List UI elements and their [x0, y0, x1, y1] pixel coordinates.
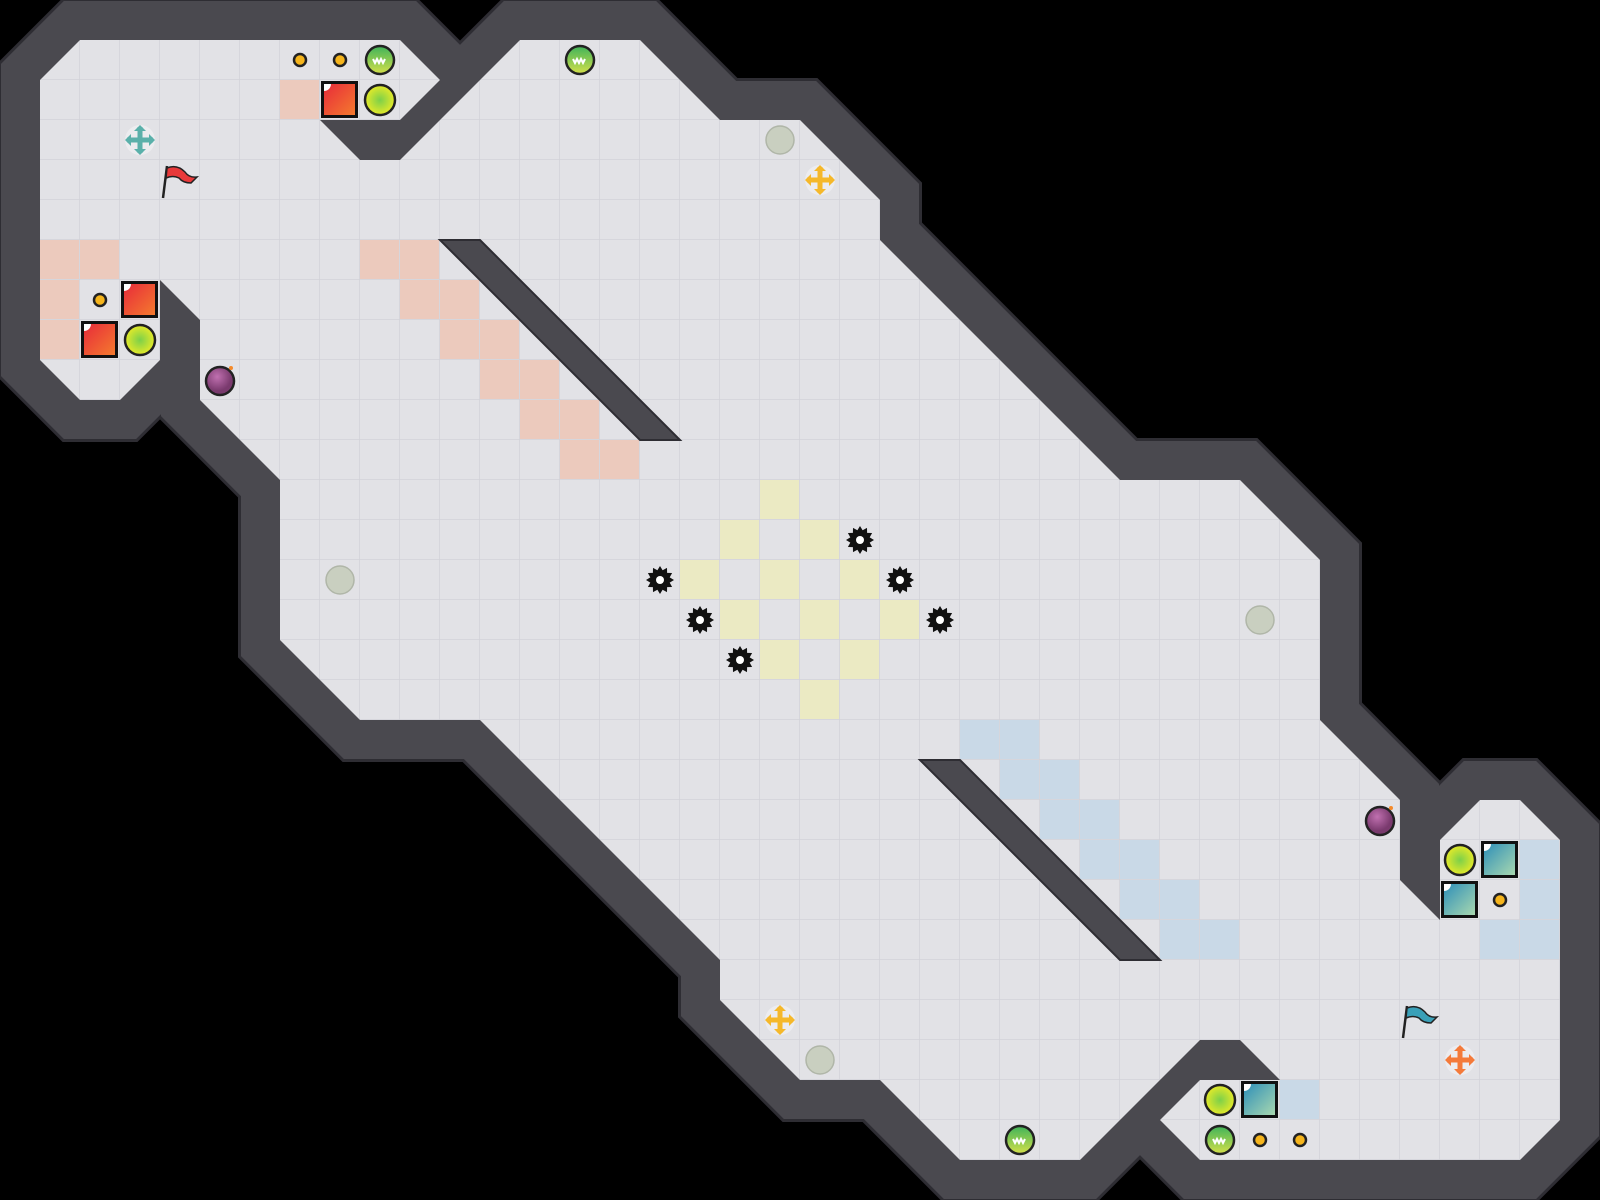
- red-team-tile: [321, 81, 358, 118]
- blue-zone-tile: [1080, 800, 1119, 839]
- red-zone-tile: [480, 320, 519, 359]
- yellow-zone-tile: [840, 640, 879, 679]
- spike-icon: [726, 646, 754, 674]
- bomb-icon: [204, 365, 236, 397]
- bomb-icon: [1364, 805, 1396, 837]
- spike-icon: [846, 526, 874, 554]
- red-zone-tile: [280, 80, 319, 119]
- powerup-icon: [564, 44, 596, 76]
- blue-zone-tile: [1040, 800, 1079, 839]
- red-zone-tile: [480, 360, 519, 399]
- red-zone-tile: [360, 240, 399, 279]
- red-zone-tile: [400, 280, 439, 319]
- red-zone-tile: [40, 320, 79, 359]
- red-zone-tile: [600, 440, 639, 479]
- red-zone-tile: [520, 360, 559, 399]
- blue-zone-tile: [1520, 880, 1559, 919]
- diagonal-wall: [437, 239, 683, 441]
- red-team-tile: [121, 281, 158, 318]
- button-icon: [805, 1045, 835, 1075]
- dot-icon: [1492, 892, 1508, 908]
- powerup-icon: [1004, 1124, 1036, 1156]
- red-zone-tile: [40, 280, 79, 319]
- yellow-zone-tile: [760, 640, 799, 679]
- red-zone-tile: [520, 400, 559, 439]
- blue-zone-tile: [960, 720, 999, 759]
- blue-zone-tile: [1040, 760, 1079, 799]
- red-team-tile: [81, 321, 118, 358]
- spike-icon: [886, 566, 914, 594]
- yellow-zone-tile: [680, 560, 719, 599]
- yellow-zone-tile: [800, 680, 839, 719]
- blue-zone-tile: [1000, 760, 1039, 799]
- red-zone-tile: [400, 240, 439, 279]
- yellow-zone-tile: [720, 600, 759, 639]
- yellow-zone-tile: [880, 600, 919, 639]
- button-icon: [325, 565, 355, 595]
- powerup-icon: [1204, 1124, 1236, 1156]
- red-zone-tile: [440, 280, 479, 319]
- red-zone-tile: [80, 240, 119, 279]
- spike-icon: [646, 566, 674, 594]
- blue-team-tile: [1441, 881, 1478, 918]
- gate-icon: [1443, 843, 1477, 877]
- gate-icon: [363, 83, 397, 117]
- yellow-zone-tile: [800, 520, 839, 559]
- blue-zone-tile: [1160, 880, 1199, 919]
- gate-icon: [123, 323, 157, 357]
- red-flag-icon: [161, 165, 200, 199]
- dot-icon: [332, 52, 348, 68]
- yellow-zone-tile: [760, 560, 799, 599]
- spike-icon: [926, 606, 954, 634]
- red-zone-tile: [40, 240, 79, 279]
- blue-team-tile: [1241, 1081, 1278, 1118]
- tinted-tiles: [40, 80, 1559, 1119]
- team-boost-icon: [125, 125, 155, 155]
- dot-icon: [1252, 1132, 1268, 1148]
- boost-icon: [765, 1005, 795, 1035]
- blue-zone-tile: [1000, 720, 1039, 759]
- powerup-icon: [364, 44, 396, 76]
- blue-zone-tile: [1480, 920, 1519, 959]
- inner-walls: [437, 239, 1163, 961]
- yellow-zone-tile: [800, 600, 839, 639]
- blue-zone-tile: [1120, 880, 1159, 919]
- spike-icon: [686, 606, 714, 634]
- button-icon: [1245, 605, 1275, 635]
- blue-zone-tile: [1080, 840, 1119, 879]
- red-zone-tile: [440, 320, 479, 359]
- blue-zone-tile: [1280, 1080, 1319, 1119]
- yellow-zone-tile: [760, 480, 799, 519]
- blue-team-tile: [1481, 841, 1518, 878]
- red-zone-tile: [560, 400, 599, 439]
- dot-icon: [1292, 1132, 1308, 1148]
- diagonal-wall: [917, 759, 1163, 961]
- button-icon: [765, 125, 795, 155]
- blue-zone-tile: [1520, 920, 1559, 959]
- yellow-zone-tile: [840, 560, 879, 599]
- dot-icon: [92, 292, 108, 308]
- gate-icon: [1203, 1083, 1237, 1117]
- red-zone-tile: [560, 440, 599, 479]
- dot-icon: [292, 52, 308, 68]
- yellow-zone-tile: [720, 520, 759, 559]
- blue-zone-tile: [1200, 920, 1239, 959]
- blue-zone-tile: [1120, 840, 1159, 879]
- blue-zone-tile: [1520, 840, 1559, 879]
- entities: [81, 44, 1518, 1156]
- team-boost-icon: [1445, 1045, 1475, 1075]
- boost-icon: [805, 165, 835, 195]
- blue-flag-icon: [1401, 1005, 1440, 1039]
- blue-zone-tile: [1160, 920, 1199, 959]
